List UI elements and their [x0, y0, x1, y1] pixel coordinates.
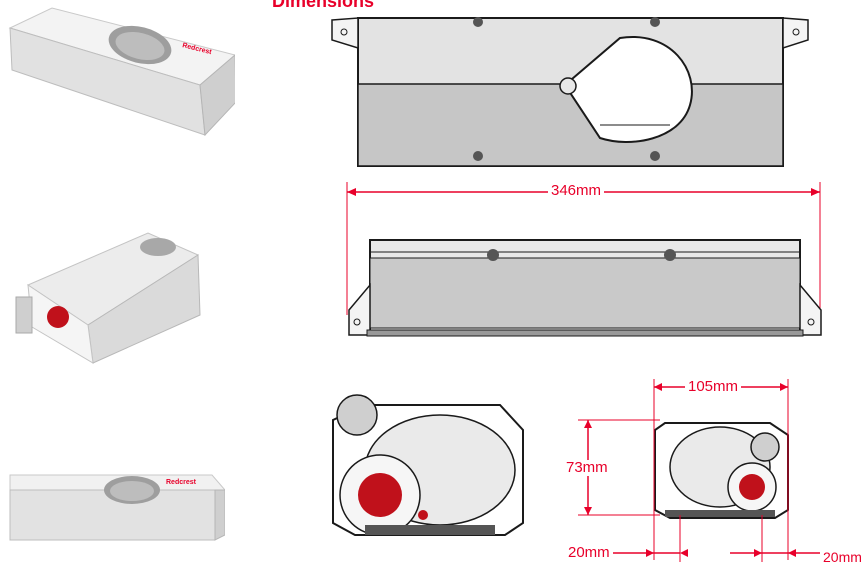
end-view-dimensioned — [578, 379, 820, 562]
side-view-drawing — [348, 239, 822, 337]
width-label: 105mm — [685, 379, 742, 395]
product-photo-side — [15, 232, 201, 364]
height-label: 73mm — [563, 460, 611, 476]
product-photo-front: Redcrest — [9, 474, 225, 541]
product-photo-top: Redcrest — [8, 7, 235, 137]
right-offset-label: 20mm — [820, 549, 861, 565]
page-title: Dimensions — [272, 0, 375, 11]
top-view-drawing — [331, 17, 809, 167]
brand-label-front: Redcrest — [166, 479, 197, 486]
length-label: 346mm — [548, 183, 605, 199]
end-view-drawing — [332, 394, 524, 536]
left-offset-label: 20mm — [565, 545, 613, 561]
